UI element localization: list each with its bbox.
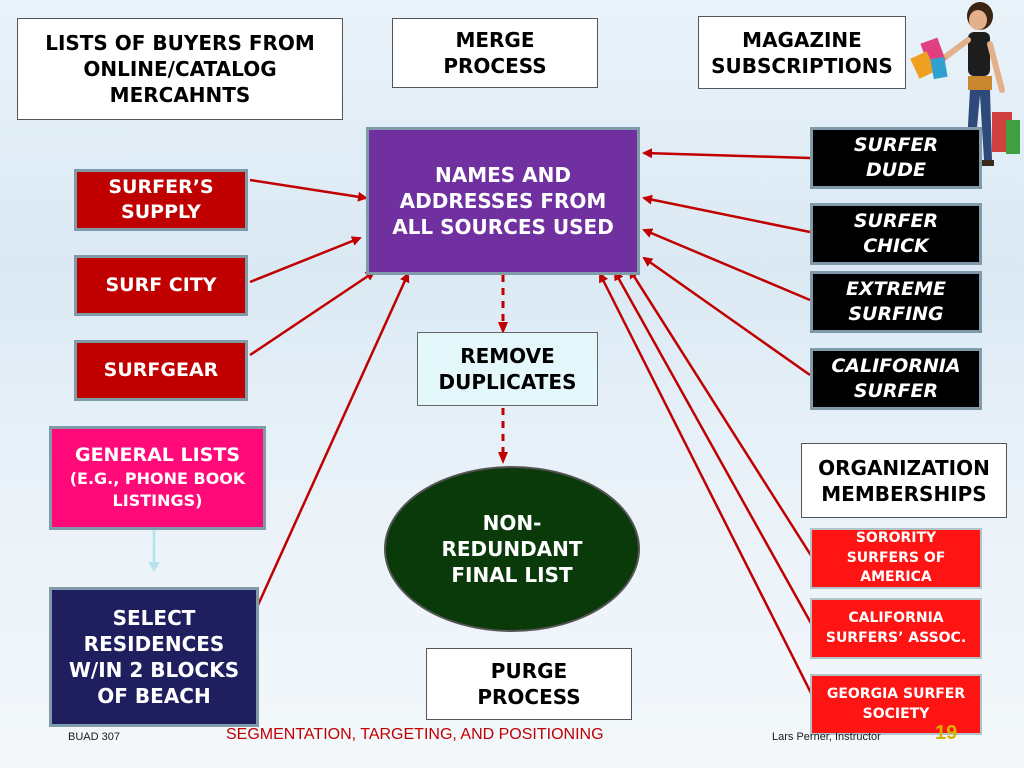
surfers-supply-box: SURFER’S SUPPLY <box>74 169 248 231</box>
organization-memberships-label: ORGANIZATION MEMBERSHIPS <box>818 455 990 506</box>
arrow-surfer-dude <box>642 148 811 160</box>
general-lists-title: GENERAL LISTS <box>74 444 241 467</box>
arrow-surfer-chick <box>642 194 811 234</box>
georgia-surfer-society-box: GEORGIA SURFER SOCIETY <box>810 674 982 735</box>
non-redundant-final-list-label: NON- REDUNDANT FINAL LIST <box>441 511 583 587</box>
california-surfer-label: CALIFORNIA SURFER <box>831 355 961 402</box>
extreme-surfing-label: EXTREME SURFING <box>845 278 947 325</box>
arrow-surfers-supply <box>249 178 368 202</box>
california-surfer-box: CALIFORNIA SURFER <box>810 348 982 410</box>
surfer-dude-box: SURFER DUDE <box>810 127 982 189</box>
georgia-surfer-society-label: GEORGIA SURFER SOCIETY <box>826 685 966 722</box>
general-lists-subtitle: (E.G., PHONE BOOK LISTINGS) <box>69 468 246 511</box>
california-surfers-assoc-label: CALIFORNIA SURFERS’ ASSOC. <box>825 609 967 646</box>
sorority-surfers-box: SORORITY SURFERS OF AMERICA <box>810 528 982 589</box>
names-addresses-label: NAMES AND ADDRESSES FROM ALL SOURCES USE… <box>392 163 614 239</box>
arrow-surf-city <box>249 236 362 284</box>
select-residences-box: SELECT RESIDENCES W/IN 2 BLOCKS OF BEACH <box>49 587 259 727</box>
merge-process-label: MERGE PROCESS <box>443 28 547 78</box>
sorority-surfers-label: SORORITY SURFERS OF AMERICA <box>846 530 946 586</box>
online-catalog-lists-label: LISTS OF BUYERS FROM ONLINE/CATALOG MERC… <box>45 31 315 107</box>
surf-city-label: SURF CITY <box>105 274 217 297</box>
magazine-subscriptions-box: MAGAZINE SUBSCRIPTIONS <box>698 16 906 89</box>
merge-process-box: MERGE PROCESS <box>392 18 598 88</box>
surfer-chick-label: SURFER CHICK <box>853 210 939 257</box>
online-catalog-lists-box: LISTS OF BUYERS FROM ONLINE/CATALOG MERC… <box>17 18 343 120</box>
arrow-georgia <box>598 272 814 696</box>
arrow-sorority <box>628 268 814 558</box>
surfgear-label: SURFGEAR <box>103 359 219 382</box>
footer-instructor: Lars Perner, Instructor <box>772 731 881 743</box>
arrow-extreme <box>642 228 811 302</box>
arrow-select-residences <box>256 272 410 606</box>
surfers-supply-label: SURFER’S SUPPLY <box>108 176 214 223</box>
purge-process-box: PURGE PROCESS <box>426 648 632 720</box>
magazine-subscriptions-label: MAGAZINE SUBSCRIPTIONS <box>711 27 893 78</box>
non-redundant-final-list-oval: NON- REDUNDANT FINAL LIST <box>384 466 640 632</box>
general-lists-box: GENERAL LISTS (E.G., PHONE BOOK LISTINGS… <box>49 426 266 530</box>
remove-duplicates-label: REMOVE DUPLICATES <box>438 344 577 394</box>
footer-course: BUAD 307 <box>68 731 120 743</box>
names-addresses-box: NAMES AND ADDRESSES FROM ALL SOURCES USE… <box>366 127 640 275</box>
arrow-cal-assoc <box>613 270 814 626</box>
surfer-dude-label: SURFER DUDE <box>853 134 939 181</box>
surfer-chick-box: SURFER CHICK <box>810 203 982 265</box>
surf-city-box: SURF CITY <box>74 255 248 316</box>
page-number: 19 <box>935 722 958 744</box>
surfgear-box: SURFGEAR <box>74 340 248 401</box>
select-residences-label: SELECT RESIDENCES W/IN 2 BLOCKS OF BEACH <box>68 606 240 708</box>
arrow-surfgear <box>249 270 376 357</box>
organization-memberships-box: ORGANIZATION MEMBERSHIPS <box>801 443 1007 518</box>
footer-title: SEGMENTATION, TARGETING, AND POSITIONING <box>226 726 604 743</box>
arrow-california-surfer <box>642 256 811 377</box>
california-surfers-assoc-box: CALIFORNIA SURFERS’ ASSOC. <box>810 598 982 659</box>
extreme-surfing-box: EXTREME SURFING <box>810 271 982 333</box>
remove-duplicates-box: REMOVE DUPLICATES <box>417 332 598 406</box>
purge-process-label: PURGE PROCESS <box>477 659 581 709</box>
